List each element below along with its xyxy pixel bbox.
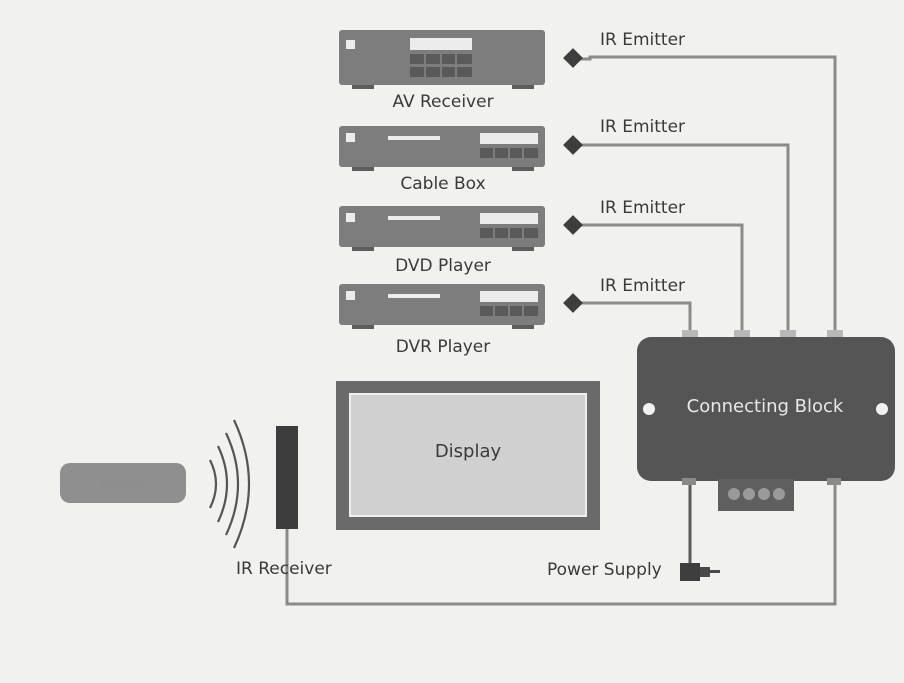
- emitter-cables: [575, 55, 837, 334]
- ir-emitters: [563, 48, 583, 313]
- av-receiver-label: AV Receiver: [392, 92, 494, 112]
- connecting-block-label: Connecting Block: [686, 396, 844, 417]
- ir-emitter-label-1: IR Emitter: [600, 30, 686, 50]
- cable-ir-receiver: [285, 480, 837, 606]
- ir-emitter-label-4: IR Emitter: [600, 276, 686, 296]
- display-screen: [336, 381, 600, 530]
- remote-device: [60, 463, 186, 503]
- cable-dvr-player: [575, 301, 692, 334]
- ir-emitter-cable-box: [563, 135, 583, 155]
- ir-receiver-device: [276, 426, 298, 529]
- cable-av-receiver: [575, 55, 837, 334]
- ir-emitter-av-receiver: [563, 48, 583, 68]
- power-plug-icon: [680, 563, 720, 581]
- ir-emitter-label-2: IR Emitter: [600, 117, 686, 137]
- dvr-player-label: DVR Player: [395, 337, 491, 357]
- cable-dvd-player: [575, 223, 744, 334]
- av-receiver-device: [339, 30, 545, 89]
- cable-box-label: Cable Box: [400, 174, 486, 194]
- ir-emitter-dvd-player: [563, 215, 583, 235]
- dvr-player-device: [339, 284, 545, 329]
- connecting-block: [637, 330, 895, 511]
- mount-hole-right: [876, 403, 888, 415]
- dvd-player-label: DVD Player: [395, 256, 491, 276]
- ir-signal-waves-icon: [209, 419, 251, 549]
- dvd-player-device: [339, 206, 545, 251]
- ir-emitter-label-3: IR Emitter: [600, 198, 686, 218]
- ir-emitter-dvr-player: [563, 293, 583, 313]
- cable-box-device: [339, 126, 545, 171]
- display-label: Display: [434, 441, 502, 462]
- remote-label: Remote: [99, 476, 147, 490]
- ir-receiver-label: IR Receiver: [236, 559, 332, 579]
- cable-cable-box: [575, 143, 790, 334]
- power-supply-label: Power Supply: [547, 560, 662, 580]
- mount-hole-left: [643, 403, 655, 415]
